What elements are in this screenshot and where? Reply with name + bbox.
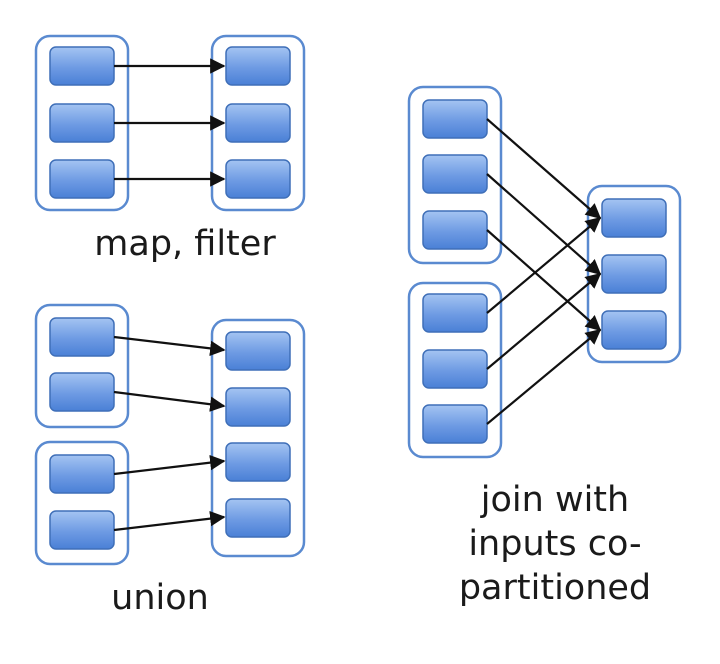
join-caption: join with inputs co- partitioned xyxy=(420,478,690,610)
union-b-partition-1 xyxy=(49,454,115,494)
join-b-partition-1 xyxy=(422,293,488,333)
join-arrow-a2 xyxy=(486,173,602,276)
map-filter-diagram xyxy=(34,34,306,212)
union-child-partition-3 xyxy=(225,442,291,482)
union-caption: union xyxy=(111,578,209,618)
map-parent-partition-3 xyxy=(49,159,115,199)
join-caption-line-1: join with xyxy=(480,480,630,520)
map-child-partition-3 xyxy=(225,159,291,199)
union-arrow-2 xyxy=(113,390,226,412)
join-arrow-b2 xyxy=(486,273,602,370)
union-child-partition-4 xyxy=(225,498,291,538)
map-child-partition-1 xyxy=(225,46,291,86)
join-arrow-a3 xyxy=(486,229,602,332)
join-diagram xyxy=(407,85,682,459)
union-a-partition-1 xyxy=(49,317,115,357)
join-child-partition-1 xyxy=(601,198,667,238)
map-parent-partition-2 xyxy=(49,103,115,143)
join-b-partition-2 xyxy=(422,349,488,389)
join-a-partition-2 xyxy=(422,154,488,194)
union-arrow-4 xyxy=(113,510,226,532)
union-arrow-3 xyxy=(113,454,226,476)
map-child-partition-2 xyxy=(225,103,291,143)
join-child-partition-3 xyxy=(601,310,667,350)
join-arrow-b3 xyxy=(486,329,602,425)
join-a-partition-3 xyxy=(422,210,488,250)
join-arrow-a1 xyxy=(486,118,602,220)
union-diagram xyxy=(34,303,306,566)
join-child-partition-2 xyxy=(601,254,667,294)
union-child-partition-2 xyxy=(225,387,291,427)
map-parent-partition-1 xyxy=(49,46,115,86)
union-child-partition-1 xyxy=(225,331,291,371)
union-child-rdd xyxy=(210,318,306,558)
map-filter-caption: map, filter xyxy=(94,224,276,264)
union-a-partition-2 xyxy=(49,372,115,412)
union-b-partition-2 xyxy=(49,510,115,550)
join-a-partition-1 xyxy=(422,99,488,139)
union-arrow-1 xyxy=(113,335,226,357)
join-arrow-b1 xyxy=(486,217,602,314)
join-caption-line-3: partitioned xyxy=(458,568,652,608)
join-b-partition-3 xyxy=(422,404,488,444)
join-caption-line-2: inputs co- xyxy=(468,524,642,564)
